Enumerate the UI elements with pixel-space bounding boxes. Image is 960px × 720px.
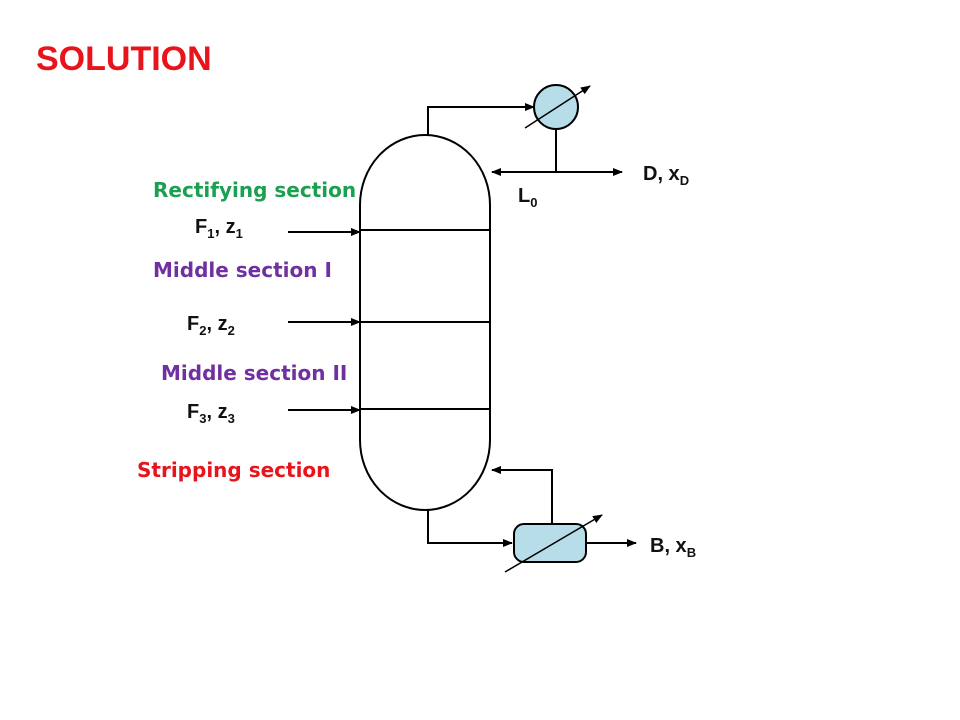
condenser [533,84,579,130]
boilup-return-line [491,466,553,524]
feed-3-label: F3, z3 [187,401,235,426]
feed-2-label: F2, z2 [187,313,235,338]
middle-section-2-label: Middle section II [161,361,347,385]
distillate-label: D, xD [643,163,689,188]
stripping-section-label: Stripping section [137,458,330,482]
condenser-heat-arrow [524,85,591,129]
reflux-label: L0 [518,185,537,210]
rectifying-section-label: Rectifying section [153,178,356,202]
bottoms-label: B, xB [650,535,696,560]
reboiler [513,523,587,563]
bottoms-liquid-line [427,510,513,547]
feed-1-label: F1, z1 [195,216,243,241]
reboiler-heat-arrow [504,514,603,573]
overhead-vapor-line [427,103,535,135]
middle-section-1-label: Middle section I [153,258,332,282]
page-title: SOLUTION [36,40,212,78]
